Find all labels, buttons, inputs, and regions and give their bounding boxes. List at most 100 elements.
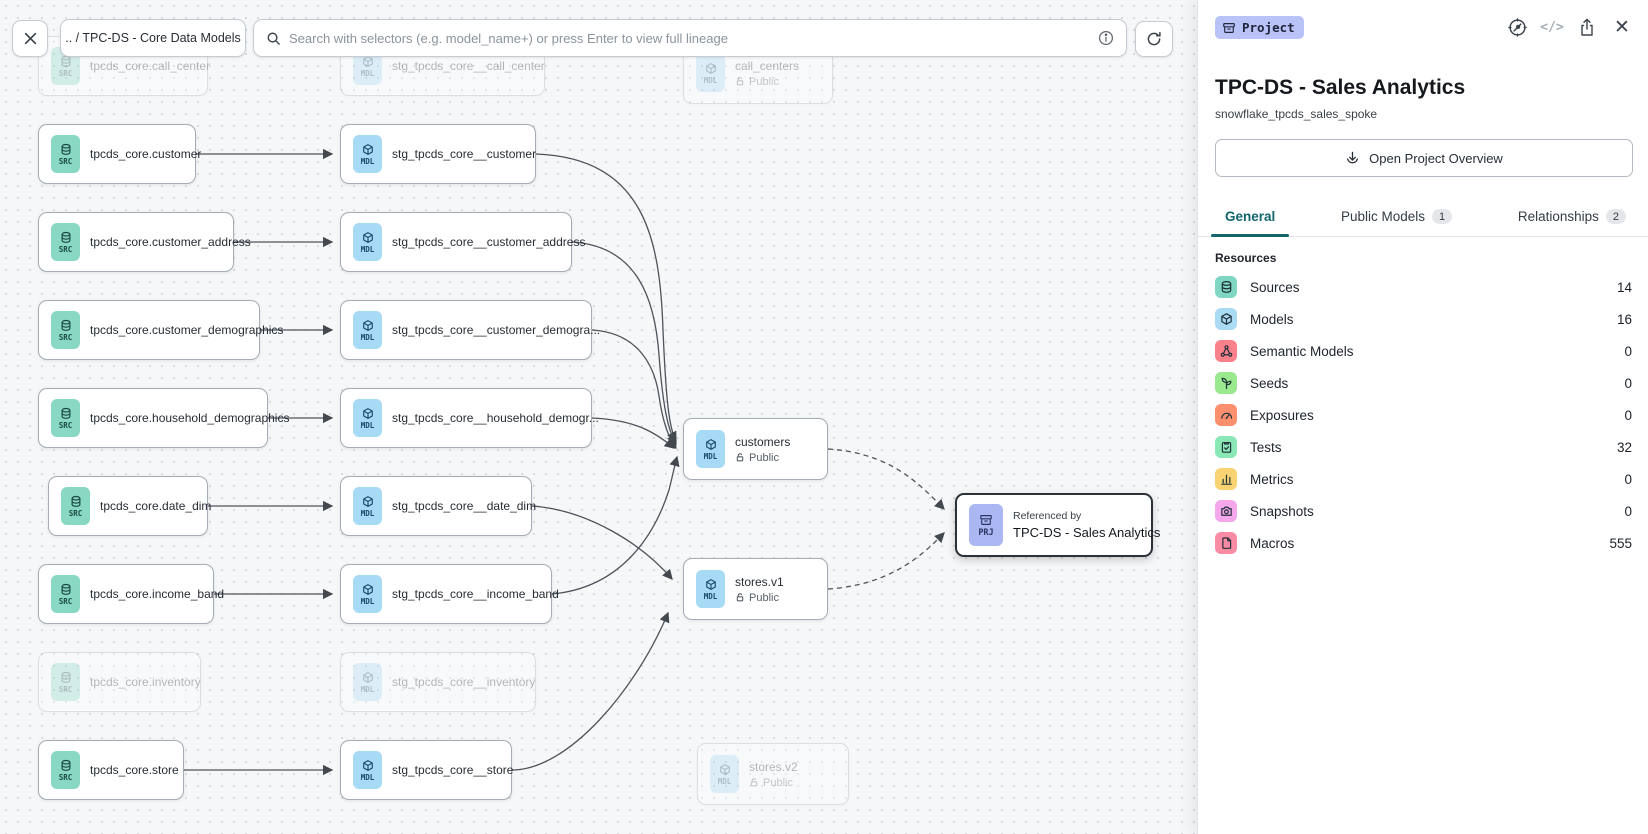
node-label: stg_tpcds_core__store (392, 763, 514, 777)
cube-icon (705, 578, 716, 590)
lineage-node-source-inventory[interactable]: SRC tpcds_core.inventory (38, 652, 201, 712)
resource-count: 0 (1624, 503, 1632, 519)
database-icon (61, 583, 70, 595)
lock-open-icon (736, 593, 744, 602)
refresh-lineage-button[interactable] (1135, 21, 1173, 57)
lineage-node-source-income-band[interactable]: SRC tpcds_core.income_band (38, 564, 224, 624)
node-label: tpcds_core.customer_address (90, 235, 251, 249)
cube-icon (362, 231, 373, 243)
lineage-node-model-stg-customer-address[interactable]: MDL stg_tpcds_core__customer_address (340, 212, 585, 272)
resource-row-tests: Tests 32 (1215, 431, 1632, 463)
resource-row-sources: Sources 14 (1215, 271, 1632, 303)
database-icon (61, 759, 70, 771)
tab-relationships[interactable]: Relationships 2 (1516, 209, 1628, 236)
resource-count: 14 (1616, 279, 1632, 295)
resource-count: 0 (1624, 471, 1632, 487)
lineage-node-source-customer-address[interactable]: SRC tpcds_core.customer_address (38, 212, 251, 272)
lineage-canvas[interactable]: SRC tpcds_core.call_center MDL stg_tpcds… (0, 0, 1197, 834)
access-label: Public (749, 451, 779, 464)
model-type-badge: MDL (353, 311, 382, 349)
cube-icon (705, 438, 716, 450)
lineage-node-model-stg-date-dim[interactable]: MDL stg_tpcds_core__date_dim (340, 476, 536, 536)
project-type-badge: PRJ (969, 504, 1003, 546)
lock-open-icon (736, 77, 744, 86)
lineage-node-source-customer[interactable]: SRC tpcds_core.customer (38, 124, 201, 184)
model-type-badge: MDL (353, 751, 382, 789)
resources-list: Sources 14 Models 16 Semantic Models 0 (1198, 271, 1648, 559)
source-type-badge: SRC (61, 487, 90, 525)
lineage-node-source-household-demographics[interactable]: SRC tpcds_core.household_demographics (38, 388, 289, 448)
lineage-node-model-stg-customer[interactable]: MDL stg_tpcds_core__customer (340, 124, 536, 184)
code-icon[interactable]: </> (1540, 19, 1564, 35)
cube-icon (362, 671, 373, 683)
lineage-node-public-customers[interactable]: MDL customers Public (683, 418, 828, 480)
lineage-node-source-store[interactable]: SRC tpcds_core.store (38, 740, 184, 800)
node-label: tpcds_core.inventory (90, 675, 201, 689)
resource-row-semantic-models: Semantic Models 0 (1215, 335, 1632, 367)
node-label: tpcds_core.income_band (90, 587, 225, 601)
resource-row-snapshots: Snapshots 0 (1215, 495, 1632, 527)
panel-action-icons: </> ✕ (1507, 17, 1632, 37)
exposures-icon (1215, 404, 1237, 426)
resource-count: 0 (1624, 343, 1632, 359)
database-icon (61, 407, 70, 419)
close-panel-icon[interactable]: ✕ (1614, 16, 1630, 38)
panel-tabs: General Public Models 1 Relationships 2 (1198, 197, 1648, 237)
tab-count-badge: 1 (1432, 209, 1453, 224)
tab-public-models[interactable]: Public Models 1 (1339, 209, 1454, 236)
model-type-badge: MDL (353, 575, 382, 613)
sources-icon (1215, 276, 1237, 298)
tab-general[interactable]: General (1210, 209, 1290, 237)
database-icon (61, 231, 70, 243)
lineage-node-public-stores-v1[interactable]: MDL stores.v1 Public (683, 558, 828, 620)
model-type-badge: MDL (353, 663, 382, 701)
lineage-node-source-date-dim[interactable]: SRC tpcds_core.date_dim (48, 476, 211, 536)
lineage-edges (184, 148, 945, 776)
info-icon[interactable] (1098, 30, 1114, 46)
resource-count: 555 (1609, 535, 1632, 551)
resources-section-title: Resources (1215, 251, 1277, 265)
lineage-node-project-referenced-by[interactable]: PRJ Referenced by TPC-DS - Sales Analyti… (955, 493, 1160, 557)
node-label: stg_tpcds_core__household_demogr... (392, 411, 599, 425)
lineage-node-model-stg-household-demographics[interactable]: MDL stg_tpcds_core__household_demogr... (340, 388, 599, 448)
cube-icon (362, 407, 373, 419)
resource-count: 0 (1624, 407, 1632, 423)
cube-icon (362, 583, 373, 595)
tab-count-badge: 2 (1605, 209, 1626, 224)
lineage-node-public-stores-v2[interactable]: MDL stores.v2 Public (697, 743, 849, 805)
archive-icon (980, 514, 992, 525)
metrics-icon (1215, 468, 1237, 490)
model-type-badge: MDL (696, 570, 725, 608)
source-type-badge: SRC (51, 663, 80, 701)
access-label: Public (749, 75, 779, 88)
node-label: customers (735, 434, 791, 449)
source-type-badge: SRC (51, 223, 80, 261)
resource-type-badge: Project (1215, 16, 1304, 39)
search-icon (267, 32, 280, 45)
resource-row-exposures: Exposures 0 (1215, 399, 1632, 431)
node-label: stores.v1 (735, 574, 784, 589)
lineage-node-model-stg-inventory[interactable]: MDL stg_tpcds_core__inventory (340, 652, 536, 712)
model-type-badge: MDL (353, 487, 382, 525)
snapshots-icon (1215, 500, 1237, 522)
lineage-node-source-customer-demographics[interactable]: SRC tpcds_core.customer_demographics (38, 300, 283, 360)
lineage-node-model-stg-income-band[interactable]: MDL stg_tpcds_core__income_band (340, 564, 559, 624)
node-label: tpcds_core.store (90, 763, 179, 777)
node-label: tpcds_core.household_demographics (90, 411, 290, 425)
share-icon[interactable] (1577, 17, 1597, 37)
node-label: stg_tpcds_core__customer_demogra... (392, 323, 601, 337)
breadcrumb[interactable]: .. / TPC-DS - Core Data Models (60, 19, 246, 57)
search-input[interactable] (289, 30, 1090, 46)
cube-icon (362, 759, 373, 771)
model-type-badge: MDL (696, 430, 725, 468)
lineage-search-bar[interactable] (253, 19, 1127, 57)
referenced-by-caption: Referenced by (1013, 510, 1082, 522)
source-type-badge: SRC (51, 575, 80, 613)
database-icon (61, 671, 70, 683)
lineage-node-model-stg-customer-demographics[interactable]: MDL stg_tpcds_core__customer_demogra... (340, 300, 600, 360)
lineage-node-model-stg-store[interactable]: MDL stg_tpcds_core__store (340, 740, 514, 800)
explore-compass-icon[interactable] (1507, 17, 1527, 37)
open-project-overview-button[interactable]: Open Project Overview (1215, 139, 1633, 177)
close-lineage-button[interactable] (12, 20, 48, 57)
resource-count: 32 (1616, 439, 1632, 455)
